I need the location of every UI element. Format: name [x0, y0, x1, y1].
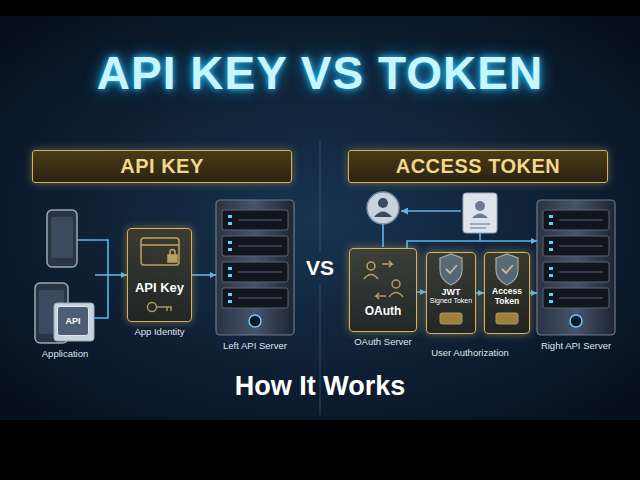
banner-title: ACCESS TOKEN — [396, 155, 561, 178]
oauth-box: OAuthOAuth Server — [349, 248, 417, 332]
node-caption: Application — [42, 349, 88, 360]
vs-label: VS — [306, 256, 334, 280]
right-server-illustration — [537, 200, 615, 335]
server-node: Right API Server — [537, 200, 615, 335]
auth-wires — [401, 210, 461, 212]
divider — [320, 140, 321, 252]
section-banner: API KEY — [32, 150, 292, 183]
box-title: JWT — [429, 287, 473, 297]
phone-icons — [51, 217, 73, 258]
box-title: Access Token — [487, 287, 527, 307]
node-caption: OAuth Server — [354, 337, 412, 348]
auth-wires — [479, 233, 481, 241]
user-icon — [374, 212, 392, 218]
left-server-illustration — [216, 200, 294, 335]
node-caption: App Identity — [134, 327, 184, 338]
node-caption: Left API Server — [223, 341, 287, 352]
server-node: Left API Server — [216, 200, 294, 335]
banner-title: API KEY — [120, 155, 204, 178]
connector-arrow — [407, 241, 537, 248]
id-card — [463, 193, 497, 233]
connector-arrow — [476, 292, 484, 294]
box-title: API Key — [131, 281, 188, 296]
section-caption: User Authorization — [431, 347, 509, 358]
id-card — [470, 223, 490, 225]
node-caption: Right API Server — [541, 341, 611, 352]
phone-icons — [47, 210, 77, 267]
page-title: API KEY VS TOKEN — [0, 46, 640, 100]
user-icon — [367, 192, 399, 224]
page-caption: How It Works — [0, 371, 640, 402]
section-banner: ACCESS TOKEN — [348, 150, 608, 183]
application-icons: APIApplication — [35, 210, 95, 343]
background-panel — [0, 16, 640, 420]
user-icon — [367, 192, 399, 224]
token-box: JWTSigned Token — [426, 252, 476, 334]
app-wires — [94, 275, 108, 318]
screen-label: API — [57, 306, 89, 336]
auth-wires — [382, 224, 384, 247]
phone-icons — [54, 303, 94, 341]
id-card — [475, 201, 485, 211]
box-title: OAuth — [353, 305, 413, 319]
id-card — [472, 214, 488, 219]
phone-icons — [35, 210, 94, 343]
connector-arrow — [192, 274, 216, 276]
connector-arrow — [417, 291, 426, 293]
id-card — [463, 193, 497, 233]
box-subtitle: Signed Token — [429, 297, 473, 305]
user-icon — [378, 198, 388, 208]
token-box: Access Token — [484, 252, 530, 334]
id-card — [470, 227, 486, 229]
connector-arrow — [530, 292, 537, 294]
app-wires — [77, 240, 108, 275]
api-key-box: API KeyApp Identity — [127, 228, 192, 322]
connector-arrow — [95, 274, 127, 276]
